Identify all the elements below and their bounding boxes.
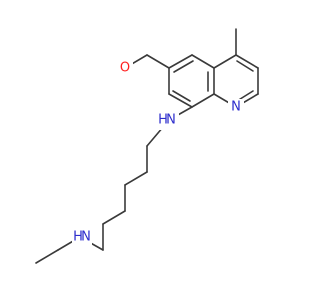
ring-nitrogen-label: N: [231, 100, 241, 115]
bond: [191, 54, 215, 69]
bond: [236, 60, 254, 72]
bond: [213, 54, 237, 69]
oxygen-label: O: [120, 61, 130, 76]
bond: [173, 60, 194, 73]
bond: [172, 90, 191, 102]
amine-nitrogen-label: N: [166, 113, 176, 128]
bond: [168, 93, 193, 108]
amine-hydrogen-label: H: [158, 113, 168, 128]
bonds: [35, 28, 259, 264]
ethylamine-nitrogen-label: N: [81, 230, 91, 245]
bond: [168, 54, 193, 69]
bond: [146, 54, 170, 69]
bond: [35, 249, 59, 264]
ethylamine-hydrogen-label: H: [73, 230, 83, 245]
molecule-structure: O N H N H N: [35, 28, 259, 264]
bond: [124, 171, 148, 186]
bond: [191, 93, 215, 108]
bond: [102, 210, 126, 225]
bond: [235, 54, 259, 69]
atom-labels: O N H N H N: [72, 60, 244, 247]
